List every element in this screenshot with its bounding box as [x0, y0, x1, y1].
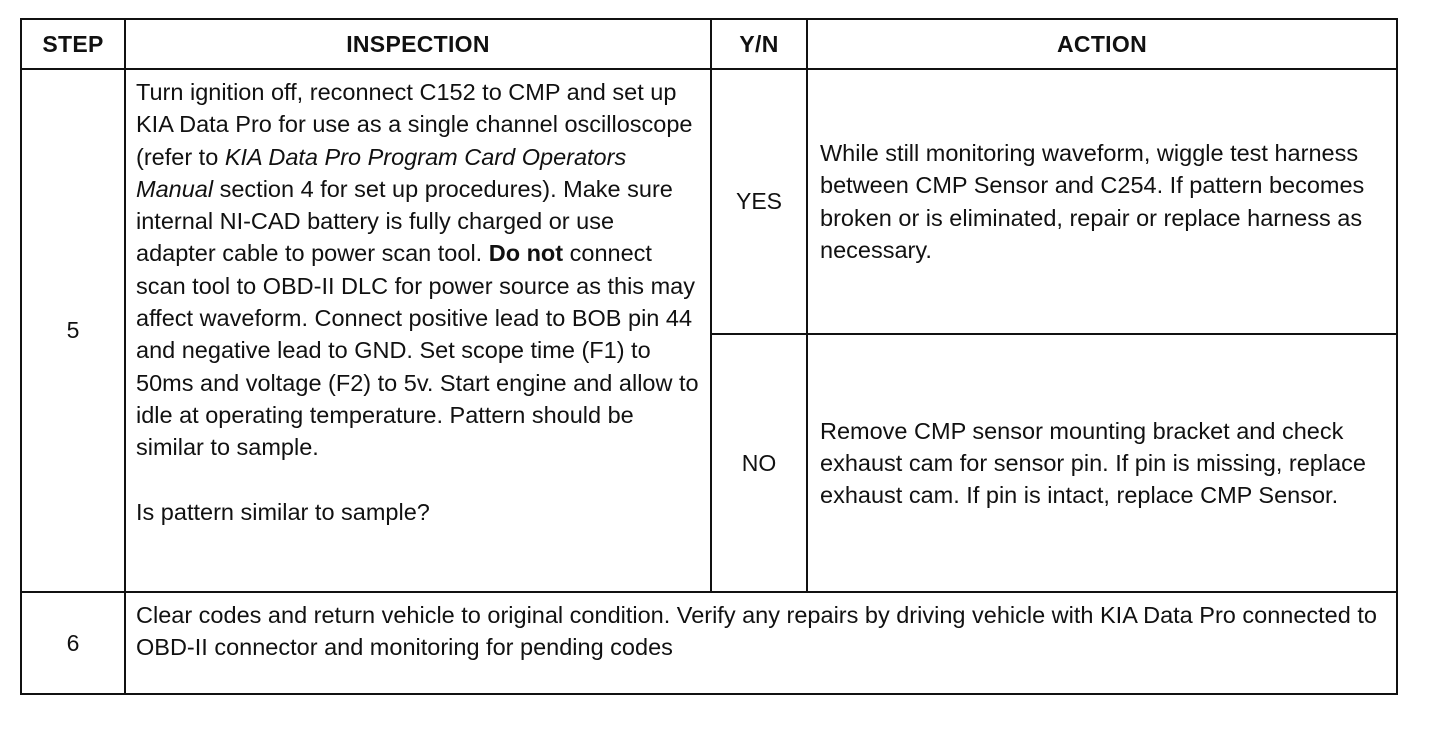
header-action: ACTION — [806, 18, 1398, 70]
action-yes: While still monitoring waveform, wiggle … — [806, 68, 1398, 335]
step-number-6: 6 — [20, 591, 126, 695]
header-inspection: INSPECTION — [124, 18, 712, 70]
inspection-question: Is pattern similar to sample? — [136, 498, 430, 525]
header-step: STEP — [20, 18, 126, 70]
header-row: STEP INSPECTION Y/N ACTION — [20, 18, 1398, 70]
table-row-step-6: 6 Clear codes and return vehicle to orig… — [20, 591, 1398, 695]
inspection-manual-title: KIA Data Pro Program Card Operators Manu… — [136, 143, 627, 202]
inspection-step-5-instructions: Turn ignition off, reconnect C152 to CMP… — [136, 76, 700, 464]
table-row-step-5-no: NO Remove CMP sensor mounting bracket an… — [21, 333, 1398, 593]
header-yn: Y/N — [710, 18, 808, 70]
step-6-text: Clear codes and return vehicle to origin… — [124, 591, 1398, 695]
action-no: Remove CMP sensor mounting bracket and c… — [806, 333, 1398, 593]
yn-no: NO — [710, 333, 808, 593]
inspection-text-part3: connect scan tool to OBD-II DLC for powe… — [136, 240, 699, 461]
table-row-step-5-yes: 5 Turn ignition off, reconnect C152 to C… — [20, 68, 1398, 593]
inspection-text-part2: section 4 for set up procedures). Make s… — [136, 175, 673, 267]
inspection-step-5: Turn ignition off, reconnect C152 to CMP… — [124, 68, 712, 593]
inspection-text-part1: Turn ignition off, reconnect C152 to CMP… — [136, 79, 693, 170]
yn-yes: YES — [710, 68, 808, 335]
step-number-5: 5 — [20, 68, 126, 593]
inspection-warning-bold: Do not — [488, 240, 564, 267]
troubleshooting-table: STEP INSPECTION Y/N ACTION 5 Turn igniti… — [20, 18, 1398, 695]
